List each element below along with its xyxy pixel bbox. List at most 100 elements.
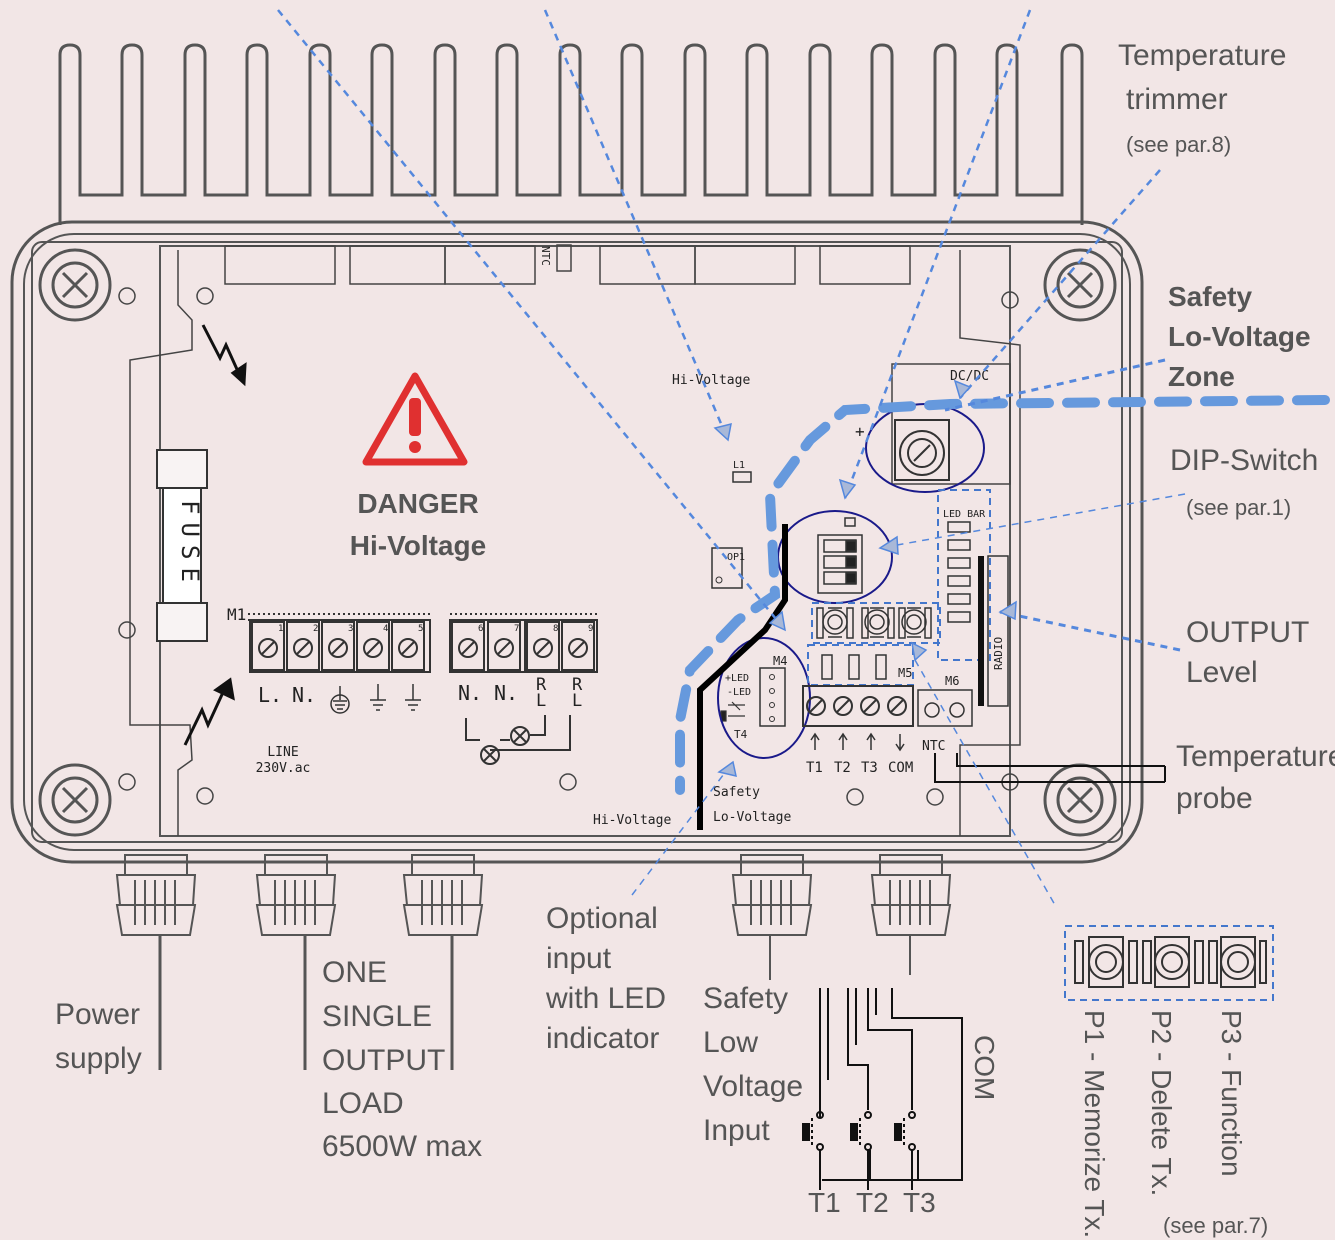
optional-input-label-2: input xyxy=(546,942,612,975)
corner-screws xyxy=(38,248,1117,837)
leader-lines xyxy=(277,9,1186,906)
temperature-probe-label-1: Temperature xyxy=(1176,740,1335,773)
safety-input-label-2: Low xyxy=(703,1026,758,1059)
button-p2-label: P2 - Delete Tx. xyxy=(1146,1010,1177,1196)
leader-arrowheads xyxy=(713,379,1017,778)
plus-sign: + xyxy=(855,422,865,441)
danger-subtitle: Hi-Voltage xyxy=(350,530,486,561)
m4-label: M4 xyxy=(773,654,787,668)
output-level-label-2: Level xyxy=(1186,656,1258,689)
m4-switch-symbol xyxy=(720,701,745,722)
relay-pin-7: 7 xyxy=(514,624,519,634)
m4-minus-led: -LED xyxy=(727,687,751,698)
relay-pin-8: 8 xyxy=(553,624,558,634)
temperature-probe-wire xyxy=(934,753,1165,783)
relay-n2-label: N. xyxy=(494,681,518,705)
power-supply-label-2: supply xyxy=(55,1042,142,1075)
output-level-label-1: OUTPUT xyxy=(1186,616,1309,649)
safety-zone-title-2: Lo-Voltage xyxy=(1168,321,1311,352)
m5-t1: T1 xyxy=(806,760,823,776)
fuse-label: FUSE xyxy=(176,500,204,590)
m1-pin-1: 1 xyxy=(278,624,283,634)
line-voltage: 230V.ac xyxy=(256,761,311,776)
safety-zone-boundary xyxy=(675,395,1330,795)
t2-label: T2 xyxy=(856,1187,889,1218)
pcb-button-p2 xyxy=(861,607,895,639)
m4-t4: T4 xyxy=(734,728,748,741)
m1-terminal-block xyxy=(248,613,431,673)
buttons-callout-box xyxy=(1064,925,1274,1001)
cable-gland-output-1 xyxy=(255,854,337,1070)
optional-input-label-3: with LED xyxy=(545,982,666,1015)
temperature-trimmer-label-1: Temperature xyxy=(1118,39,1286,72)
fuse xyxy=(156,449,208,642)
pcb-button-p1 xyxy=(816,607,854,639)
temperature-trimmer-ref: (see par.8) xyxy=(1126,132,1231,157)
m4-connector xyxy=(759,667,786,727)
callout-button-p3-icon xyxy=(1208,936,1267,988)
cable-gland-safety-1 xyxy=(731,854,813,980)
output-load-label-4: LOAD xyxy=(322,1087,404,1120)
trimmer-icon xyxy=(894,419,950,481)
relay-pin-9: 9 xyxy=(588,624,593,634)
button-p1-label: P1 - Memorize Tx. xyxy=(1079,1010,1110,1238)
cable-glands xyxy=(115,854,952,1070)
led-bar-highlight xyxy=(937,489,991,661)
line-label: LINE xyxy=(267,745,298,760)
led-bar xyxy=(947,521,971,623)
relay-r2-label: R xyxy=(572,675,583,695)
relay-pin-6: 6 xyxy=(478,624,483,634)
screw-icon xyxy=(38,763,112,837)
m1-pin-4: 4 xyxy=(383,624,388,634)
safety-bottom-label: Safety xyxy=(713,785,760,800)
relay-n1-label: N. xyxy=(458,681,482,705)
radio-bar xyxy=(978,556,984,706)
cable-gland-power xyxy=(115,854,197,1070)
screw-icon xyxy=(38,248,112,322)
safety-input-label-1: Safety xyxy=(703,982,788,1015)
trimmer-highlight xyxy=(865,403,985,493)
l1-label: L1 xyxy=(733,460,745,471)
callout-push-buttons xyxy=(1074,936,1267,988)
ntc-top-label: NTC xyxy=(539,246,552,266)
dip-switch-highlight xyxy=(777,510,893,604)
pcb-push-buttons xyxy=(816,607,932,639)
m5-label: M5 xyxy=(898,666,912,680)
op1-label: OP1 xyxy=(727,552,745,563)
danger-title: DANGER xyxy=(357,488,478,519)
dip-switch-ref: (see par.1) xyxy=(1186,495,1291,520)
m1-pin-3: 3 xyxy=(348,624,353,634)
m5-t3: T3 xyxy=(861,760,878,776)
m6-label: M6 xyxy=(945,674,959,688)
power-supply-label-1: Power xyxy=(55,998,140,1031)
safety-zone-title-1: Safety xyxy=(1168,281,1252,312)
output-load-label-5: 6500W max xyxy=(322,1130,482,1163)
button-p3-label: P3 - Function xyxy=(1216,1010,1247,1177)
m1-l-label: L. xyxy=(258,683,282,707)
safety-input-wiring xyxy=(802,988,963,1190)
radio-module xyxy=(987,555,1009,707)
callout-button-p1-icon xyxy=(1074,936,1138,988)
cable-gland-safety-2 xyxy=(870,854,952,975)
m1-pin-2: 2 xyxy=(313,624,318,634)
led-bar-label: LED BAR xyxy=(943,509,986,520)
buttons-ref-label: (see par.7) xyxy=(1163,1213,1268,1238)
relay-r1-label: R xyxy=(536,675,547,695)
lightning-icons xyxy=(183,324,247,746)
m6-connector xyxy=(917,689,973,727)
output-load-label-3: OUTPUT xyxy=(322,1044,445,1077)
m1-n-label: N. xyxy=(292,683,316,707)
pcb-button-p3 xyxy=(898,607,932,639)
temperature-trimmer-label-2: trimmer xyxy=(1126,83,1228,116)
dip-switch-label: DIP-Switch xyxy=(1170,444,1318,477)
dip-switch-icon xyxy=(817,517,863,594)
screw-icon xyxy=(1043,763,1117,837)
t3-label: T3 xyxy=(903,1187,936,1218)
lo-voltage-bottom-label: Lo-Voltage xyxy=(713,810,791,825)
relay-terminal-block xyxy=(449,613,600,765)
safety-input-label-4: Input xyxy=(703,1114,770,1147)
relay-l1-label: L xyxy=(536,691,546,711)
dcdc-label: DC/DC xyxy=(950,369,989,384)
enclosure xyxy=(10,220,1144,864)
